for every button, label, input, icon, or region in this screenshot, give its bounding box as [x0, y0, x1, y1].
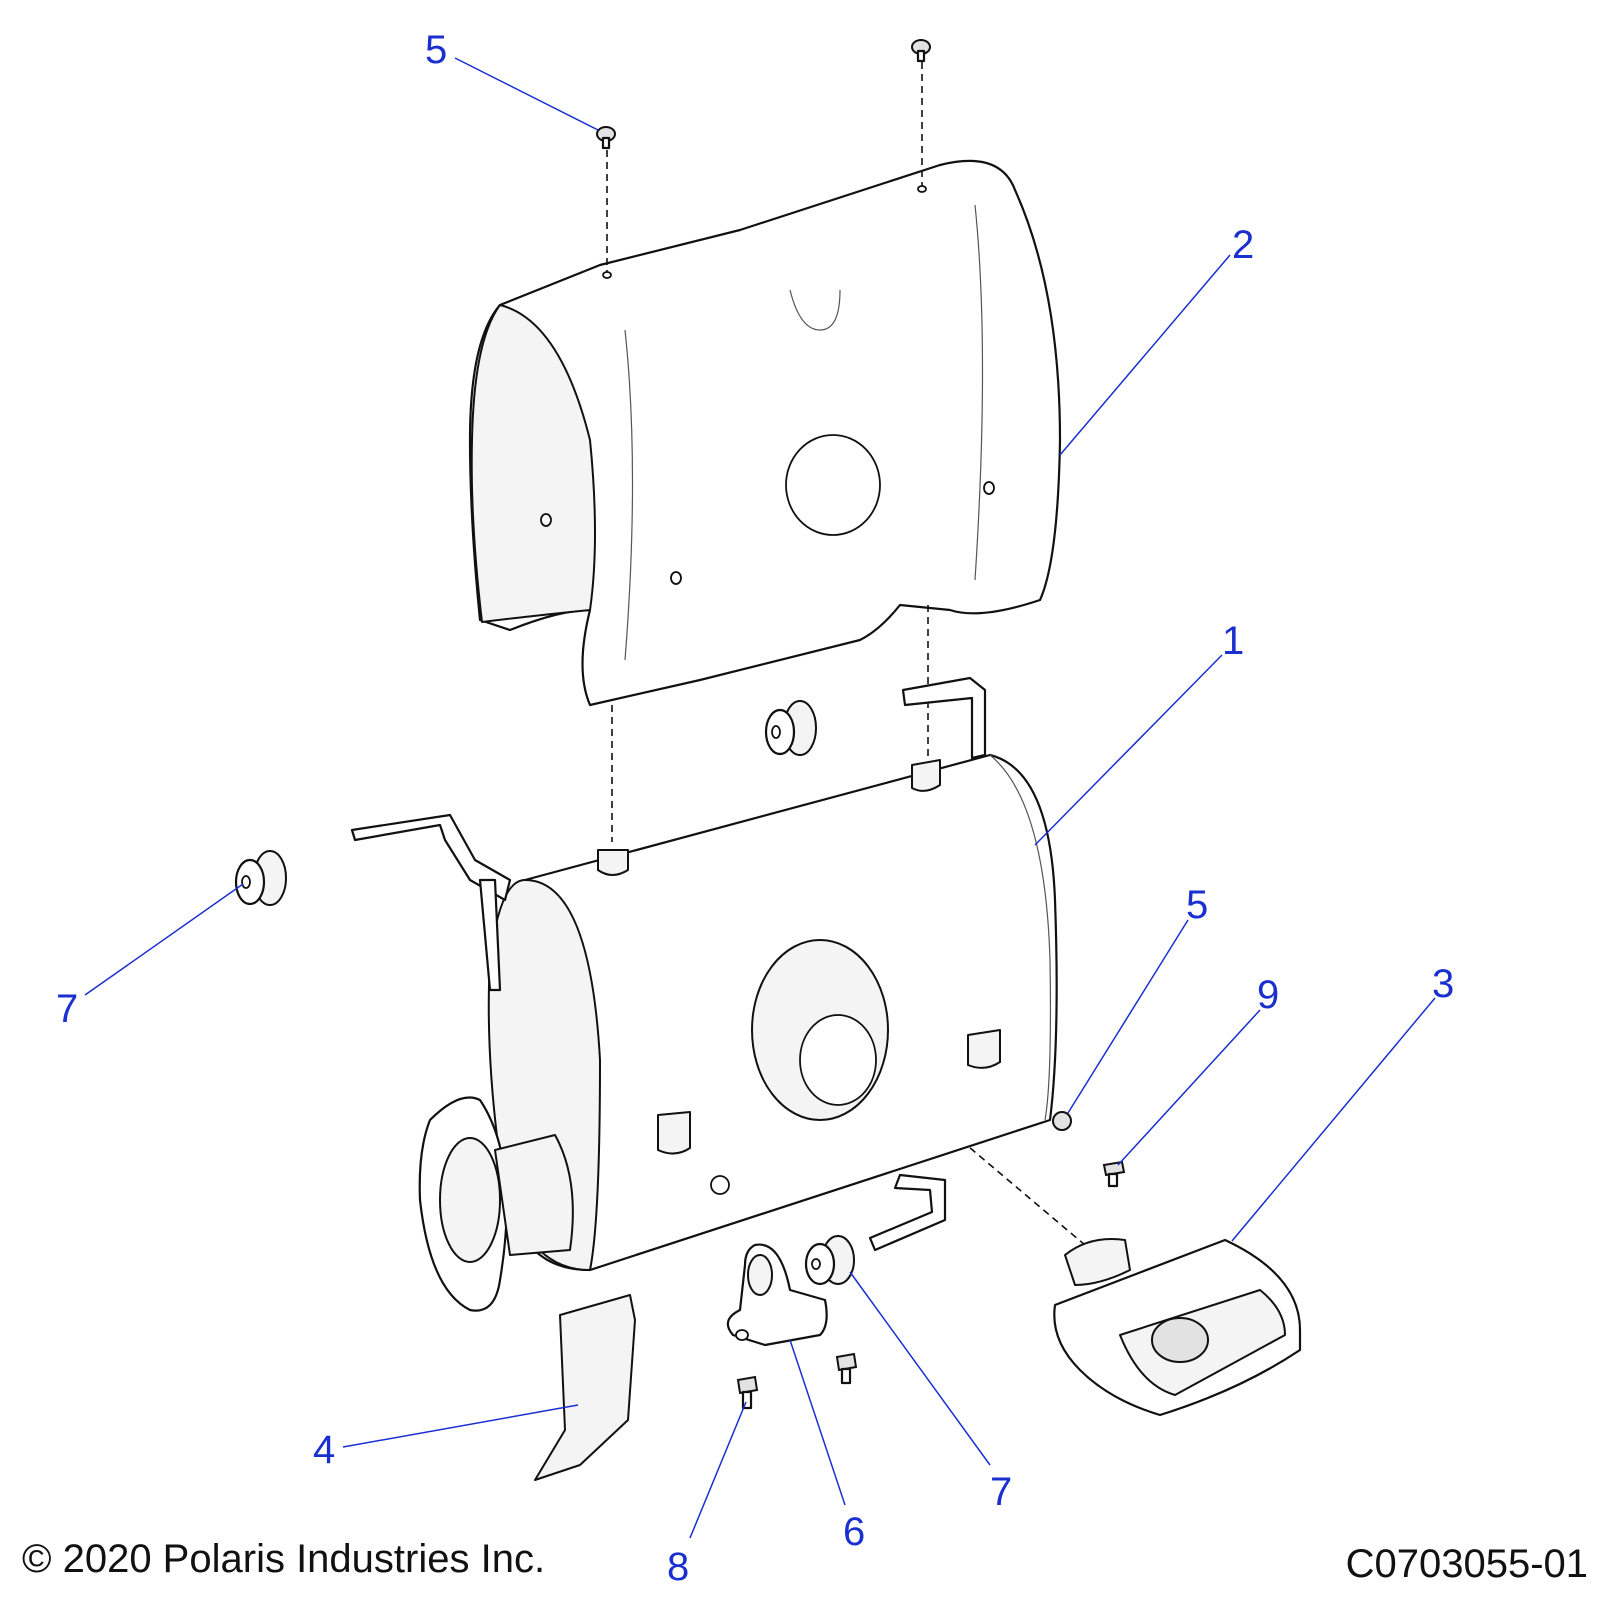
shield-fastener-left — [596, 126, 616, 150]
callout-8: 8 — [667, 1545, 689, 1589]
callout-3: 3 — [1432, 962, 1454, 1006]
inlet-flange — [418, 1096, 574, 1312]
bracket-bolt-right — [835, 1352, 858, 1385]
callout-5-top: 5 — [425, 28, 447, 72]
callout-7-left: 7 — [56, 987, 78, 1031]
grommet-left — [234, 850, 287, 906]
hanger-rod-top — [901, 676, 987, 760]
leader-5-right — [1067, 919, 1189, 1114]
leader-1 — [1034, 654, 1223, 846]
leader-7-left — [84, 883, 244, 996]
leader-4 — [342, 1404, 579, 1448]
tip-bolt — [1102, 1160, 1126, 1188]
leader-2 — [1059, 254, 1231, 456]
grommet-bottom — [804, 1235, 855, 1286]
mounting-bracket — [726, 1243, 828, 1347]
shield-center-hole — [785, 434, 881, 536]
callout-6: 6 — [843, 1510, 865, 1554]
heat-shield — [468, 159, 1062, 707]
shield-fastener-right — [911, 39, 931, 63]
callout-1: 1 — [1222, 619, 1244, 663]
leader-8 — [689, 1401, 747, 1539]
hanger-rod-bottom — [868, 1173, 947, 1252]
leader-6 — [789, 1339, 846, 1506]
hanger-rod-left — [350, 813, 512, 992]
leader-9 — [1117, 1009, 1261, 1166]
muffler-nut — [1052, 1111, 1072, 1131]
copyright-text: © 2020 Polaris Industries Inc. — [22, 1537, 545, 1581]
exhaust-tip — [1053, 1238, 1302, 1417]
callout-5-right: 5 — [1186, 883, 1208, 927]
callout-9: 9 — [1257, 973, 1279, 1017]
leader-3 — [1231, 997, 1436, 1242]
bracket-bolt-left — [736, 1375, 759, 1410]
callout-2: 2 — [1232, 223, 1254, 267]
grommet-top — [764, 700, 817, 756]
muffler-body — [487, 753, 1058, 1272]
drawing-number: C0703055-01 — [1346, 1542, 1588, 1586]
callout-7-bottom: 7 — [990, 1470, 1012, 1514]
leader-5-top — [454, 57, 599, 131]
heat-deflector — [534, 1294, 636, 1481]
leader-7-bottom — [849, 1271, 991, 1466]
callout-4: 4 — [313, 1428, 335, 1472]
